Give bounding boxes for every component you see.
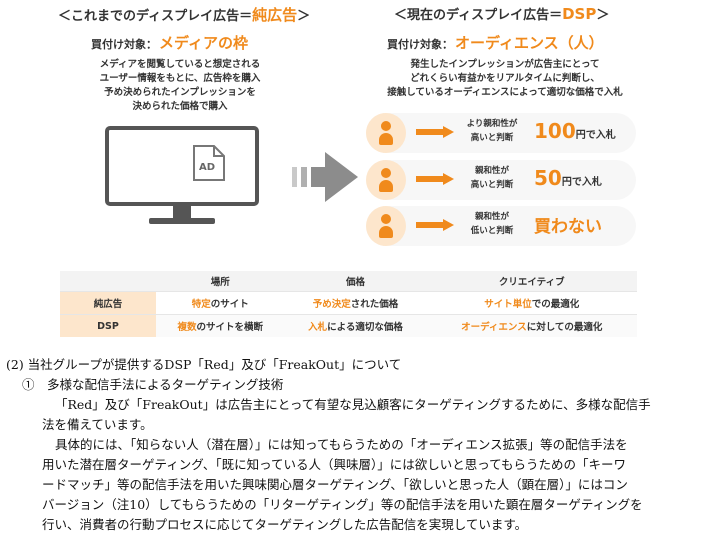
section-heading: (2) 当社グループが提供するDSP「Red」及び「FreakOut」について <box>6 357 402 372</box>
left-buy-label: 買付け対象： <box>91 38 157 51</box>
paragraph-line: 具体的には、「知らない人（潜在層）」には知ってもらうための「オーディエンス拡張」… <box>55 437 628 452</box>
paragraph-line: 用いた潜在層ターゲティング、「既に知っている人（興味層）」には欲しいと思ってもら… <box>42 457 627 472</box>
orange-arrow-icon <box>416 126 454 138</box>
bid-number: 50 <box>534 166 562 190</box>
right-header-suffix: ＞ <box>596 8 610 23</box>
table-header-cell: 場所 <box>156 271 285 292</box>
table-header-row: 場所 価格 クリエイティブ <box>60 271 637 292</box>
table-header-cell <box>60 271 156 292</box>
ad-label: AD <box>199 162 216 173</box>
paragraph-line: バージョン（注10）してもらうための「リターゲティング」等の配信手法を用いた顕在… <box>42 497 643 512</box>
table-cell: 予め決定された価格 <box>284 291 427 315</box>
person-icon <box>366 206 406 246</box>
no-bid-label: 買わない <box>534 217 602 237</box>
monitor-illustration <box>105 126 259 224</box>
table-row: 純広告 特定のサイト 予め決定された価格 サイト単位での最適化 <box>60 291 637 315</box>
bid-amount: 50円で入札 <box>534 166 602 190</box>
left-header-suffix: ＞ <box>297 9 311 24</box>
bid-unit: 円で入札 <box>561 177 602 188</box>
left-buy-target-value: メディアの枠 <box>159 34 248 52</box>
paragraph-line: ードマッチ」等の配信手法を用いた興味関心層ターゲティング、「欲しいと思った人（顕… <box>42 477 628 492</box>
bid-amount: 買わない <box>534 212 602 237</box>
table-cell: 複数のサイトを横断 <box>156 314 285 337</box>
bid-condition: より親和性が 高いと判断 <box>466 119 518 143</box>
right-header: ＜現在のディスプレイ広告＝DSP＞ <box>394 4 609 23</box>
row-label: 純広告 <box>60 291 156 315</box>
bid-unit: 円で入札 <box>575 130 616 141</box>
person-icon <box>366 113 406 153</box>
bid-condition: 親和性が 低いと判断 <box>470 212 514 236</box>
orange-arrow-icon <box>416 173 454 185</box>
table-header-cell: 価格 <box>284 271 427 292</box>
orange-arrow-icon <box>416 219 454 231</box>
paragraph-line: 法を備えています。 <box>42 417 153 432</box>
left-header-accent: 純広告 <box>252 6 298 24</box>
bid-row: より親和性が 高いと判断 100円で入札 <box>366 113 636 153</box>
left-description: メディアを閲覧していると想定される ユーザー情報をもとに、広告枠を購入 予め決め… <box>99 59 261 112</box>
table-cell: 特定のサイト <box>156 291 285 315</box>
table-row: DSP 複数のサイトを横断 入札による適切な価格 オーディエンスに対しての最適化 <box>60 314 637 337</box>
subsection-heading: ① 多様な配信手法によるターゲティング技術 <box>22 377 284 392</box>
ad-document-icon: AD <box>192 144 226 182</box>
bid-row: 親和性が 低いと判断 買わない <box>366 206 636 246</box>
right-header-accent: DSP <box>562 5 597 23</box>
row-label: DSP <box>60 314 156 337</box>
comparison-table: 場所 価格 クリエイティブ 純広告 特定のサイト 予め決定された価格 サイト単位… <box>60 271 637 337</box>
right-buy-target-value: オーディエンス（人） <box>455 34 604 52</box>
transition-arrow-icon <box>292 152 358 202</box>
paragraph-line: 「Red」及び「FreakOut」は広告主にとって有望な見込顧客にターゲティング… <box>55 397 651 412</box>
table-cell: 入札による適切な価格 <box>284 314 427 337</box>
right-header-prefix: ＜現在のディスプレイ広告＝ <box>394 8 563 23</box>
right-buy-target: 買付け対象：オーディエンス（人） <box>387 32 604 53</box>
right-description: 発生したインプレッションが広告主にとって どれくらい有益かをリアルタイムに判断し… <box>387 59 623 98</box>
table-cell: オーディエンスに対しての最適化 <box>426 314 637 337</box>
paragraph-line: 行い、消費者の行動プロセスに応じてターゲティングした広告配信を実現しています。 <box>42 517 528 532</box>
bid-row: 親和性が 高いと判断 50円で入札 <box>366 160 636 200</box>
person-icon <box>366 160 406 200</box>
left-header: ＜これまでのディスプレイ広告＝純広告＞ <box>58 4 310 25</box>
left-header-prefix: ＜これまでのディスプレイ広告＝ <box>58 9 253 24</box>
bid-condition: 親和性が 高いと判断 <box>470 166 514 190</box>
left-buy-target: 買付け対象：メディアの枠 <box>91 32 248 53</box>
table-header-cell: クリエイティブ <box>426 271 637 292</box>
bid-amount: 100円で入札 <box>534 119 616 143</box>
right-buy-label: 買付け対象： <box>387 38 453 51</box>
table-cell: サイト単位での最適化 <box>426 291 637 315</box>
bid-number: 100 <box>534 119 576 143</box>
